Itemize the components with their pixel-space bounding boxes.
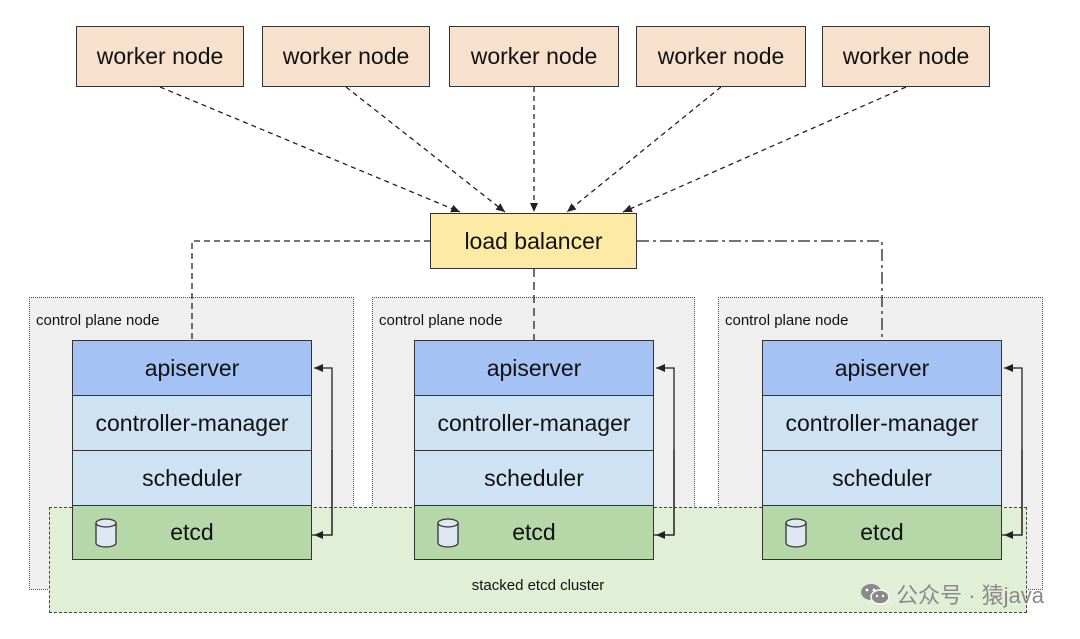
apiserver: apiserver (762, 340, 1002, 395)
controller-manager: controller-manager (414, 395, 654, 450)
component-stack-2: apiserver controller-manager scheduler e… (414, 340, 654, 560)
apiserver: apiserver (72, 340, 312, 395)
scheduler: scheduler (414, 450, 654, 505)
stacked-etcd-cluster-label: stacked etcd cluster (471, 577, 605, 594)
control-plane-label: control plane node (379, 312, 503, 329)
worker-node-2: worker node (262, 26, 430, 87)
worker-node-3: worker node (449, 26, 619, 87)
controller-manager: controller-manager (72, 395, 312, 450)
control-plane-label: control plane node (725, 312, 849, 329)
arrow-worker-4 (566, 86, 722, 213)
watermark: 公众号 · 猿java (860, 578, 1044, 610)
database-icon (437, 518, 459, 548)
etcd: etcd (72, 505, 312, 560)
apiserver: apiserver (414, 340, 654, 395)
control-plane-label: control plane node (36, 312, 160, 329)
arrow-worker-1 (159, 86, 461, 213)
scheduler: scheduler (72, 450, 312, 505)
component-stack-1: apiserver controller-manager scheduler e… (72, 340, 312, 560)
database-icon (785, 518, 807, 548)
arrow-worker-2 (345, 86, 506, 213)
controller-manager: controller-manager (762, 395, 1002, 450)
wechat-icon (861, 584, 890, 605)
load-balancer: load balancer (430, 213, 637, 269)
database-icon (95, 518, 117, 548)
etcd: etcd (414, 505, 654, 560)
watermark-text: 公众号 · 猿java (896, 583, 1044, 608)
worker-node-4: worker node (636, 26, 806, 87)
component-stack-3: apiserver controller-manager scheduler e… (762, 340, 1002, 560)
etcd: etcd (762, 505, 1002, 560)
arrow-worker-5 (622, 86, 907, 213)
scheduler: scheduler (762, 450, 1002, 505)
worker-node-5: worker node (822, 26, 990, 87)
worker-node-1: worker node (76, 26, 244, 87)
